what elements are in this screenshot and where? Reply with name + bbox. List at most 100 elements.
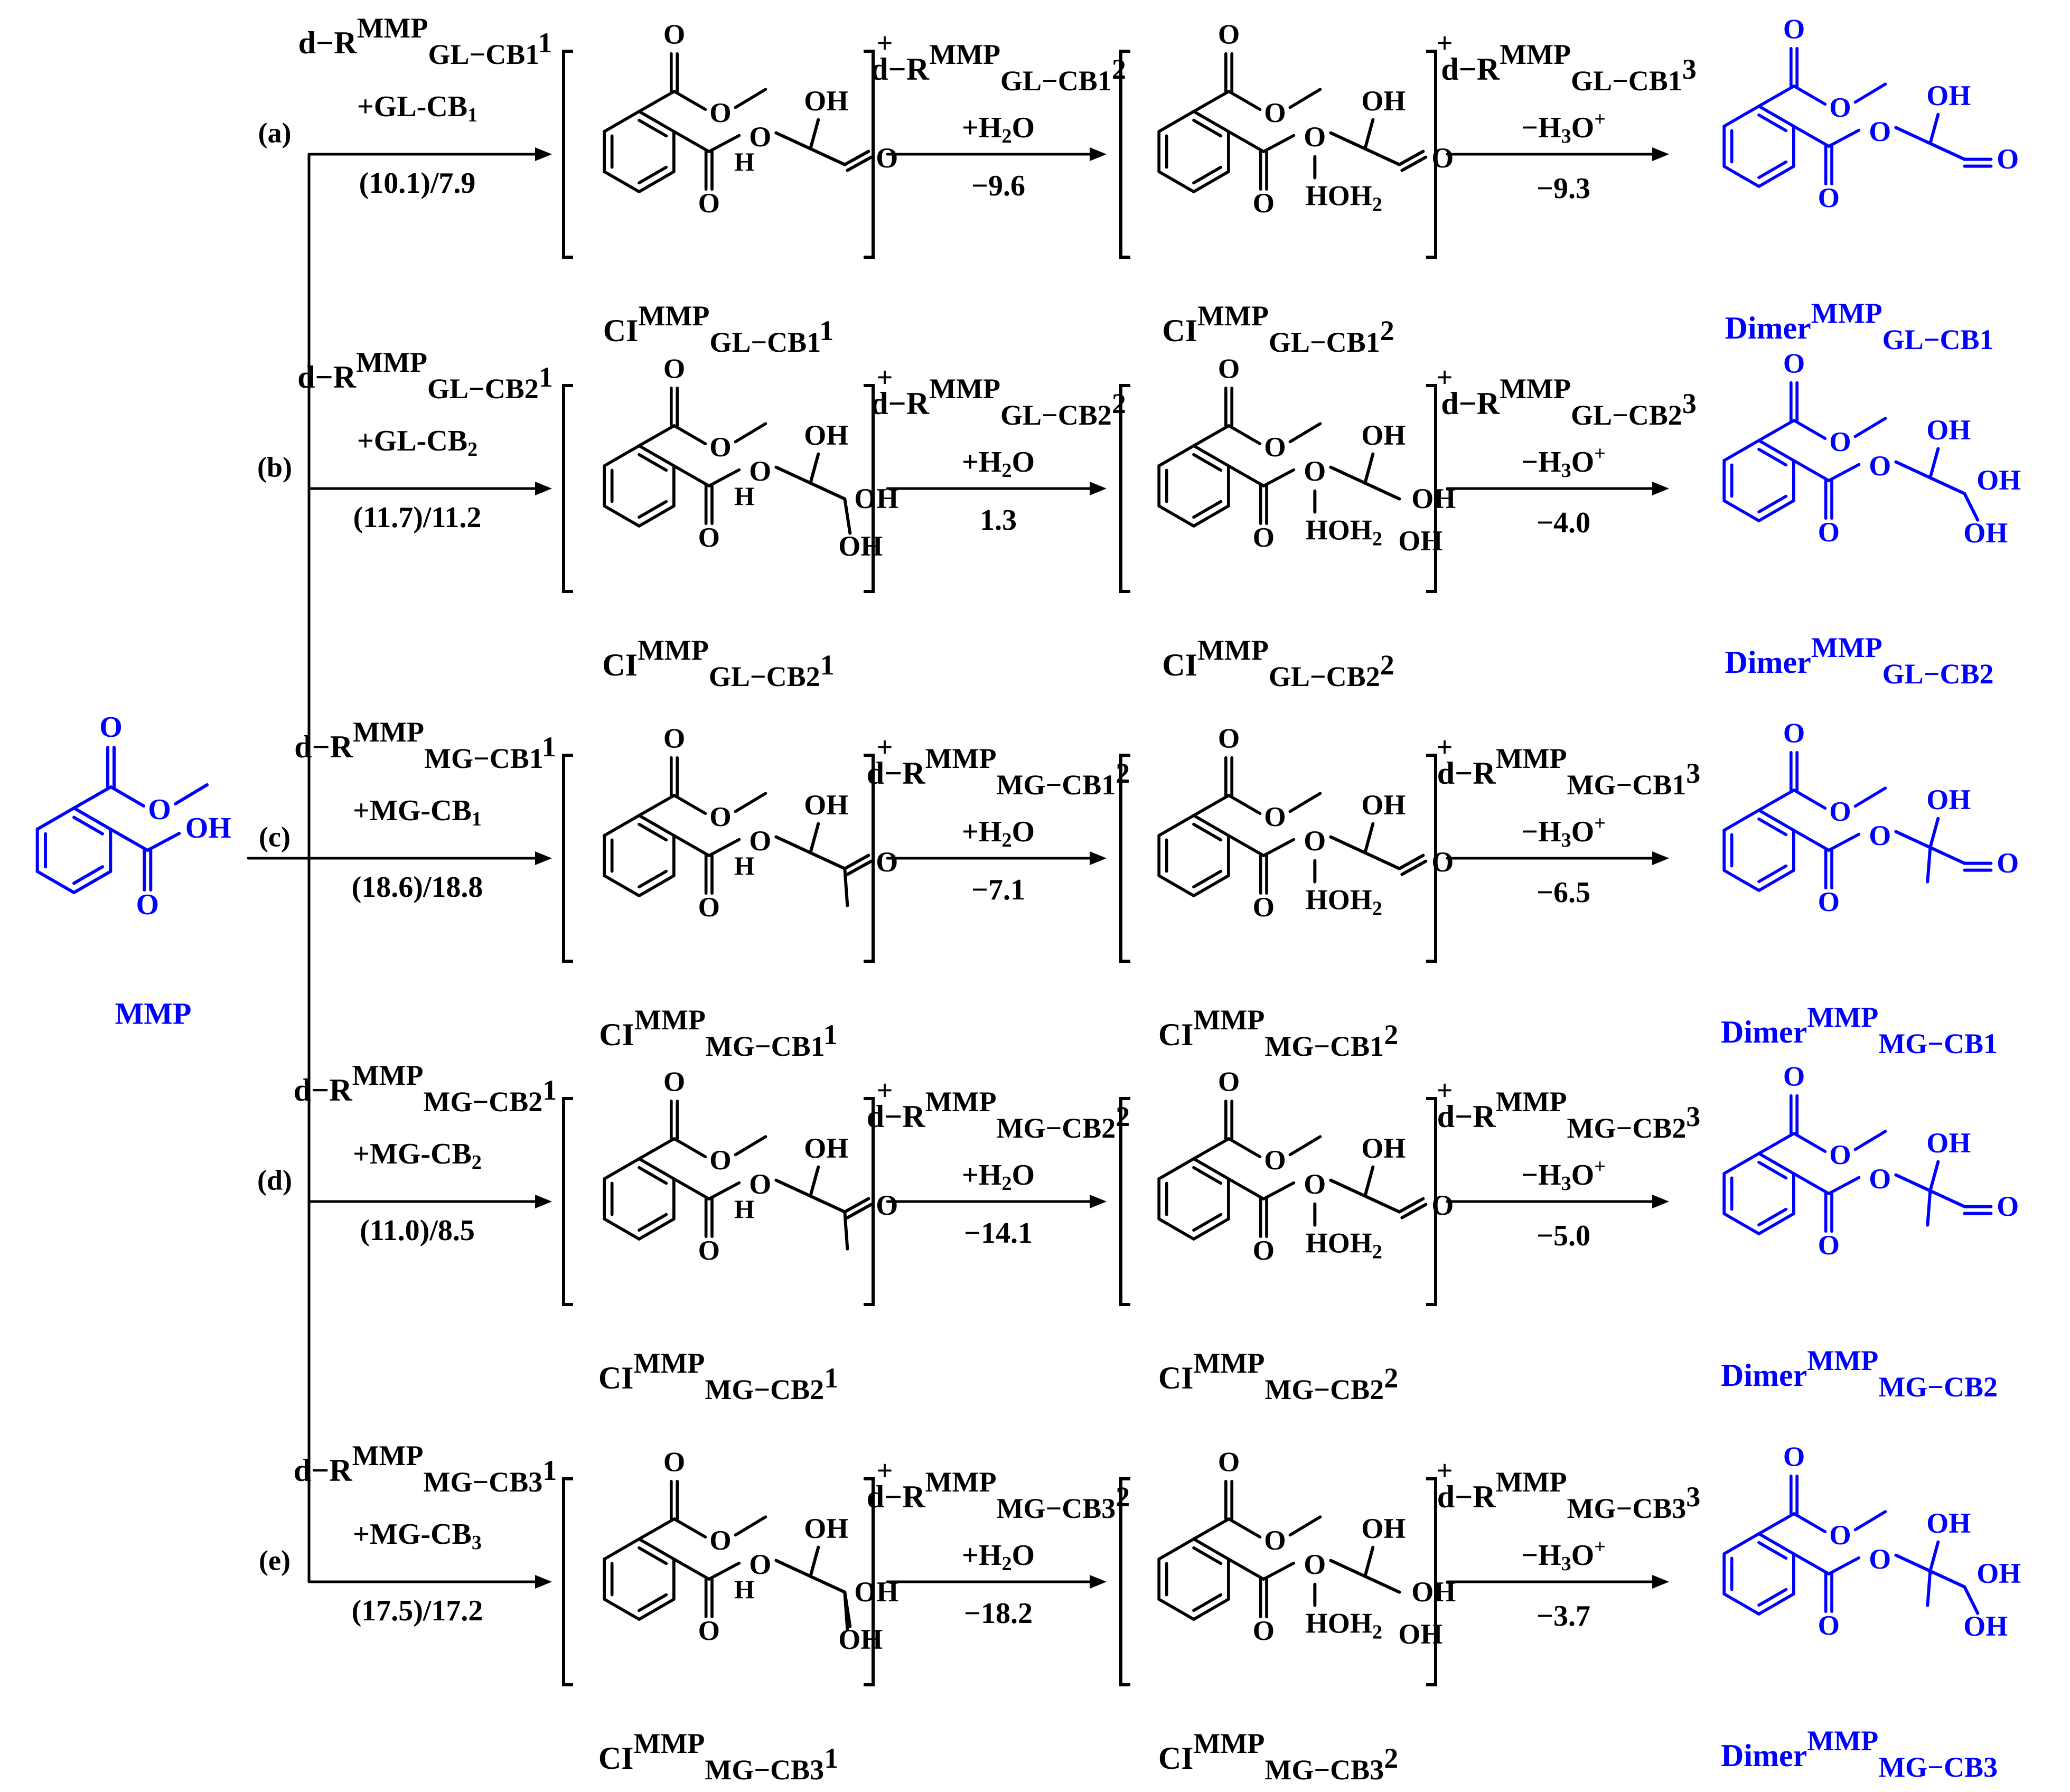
bond [707,134,741,153]
water-adduct-label: HOH2 [1306,1608,1382,1643]
oxygen-label: O [1818,1610,1840,1641]
ring-bond [1757,1212,1795,1235]
carbonyl-double [1400,859,1428,876]
step3-co-reactant: −H3O+ [1521,1156,1606,1195]
label-part: MMP [634,1347,705,1379]
label-part: MMP [638,300,709,332]
right-bracket [1426,1097,1437,1306]
oxygen-label: O [1869,116,1891,147]
label-part: 2 [1116,1481,1130,1513]
pathway-row-c: (c)d−RMMPMG−CB11+MG-CB1(18.6)/18.8+OOOOH… [259,716,2019,1062]
step1-reagent: d−RMMPMG−CB31 [294,1440,557,1498]
oxygen-label: O [1264,97,1286,128]
step3-energy: −3.7 [1537,1600,1590,1632]
methyl-bond [1288,792,1322,813]
ring-double-bond [638,500,668,519]
label-part: CI [598,1741,634,1776]
oxygen-label: O [1431,846,1454,878]
bond [809,147,847,166]
label-part: O [1011,446,1035,479]
bond [672,1558,711,1581]
oxygen-label: O [749,455,771,487]
ring-double-bond [72,865,105,885]
label-part: 1 [467,104,477,126]
step3-co-reactant: −H3O+ [1521,1536,1606,1575]
oxygen-label: O [99,711,123,744]
label-part: MMP [357,12,428,44]
oxygen-label: O [698,1615,720,1646]
bond [1757,789,1796,812]
step3-energy: −5.0 [1537,1219,1590,1252]
oxygen-label: O [698,1235,720,1266]
label-part: 2 [1112,53,1126,85]
ring-double-bond [638,1213,668,1232]
label-part: GL−CB2 [709,661,820,692]
ci2-name: CIMMPGL−CB22 [1162,634,1394,692]
oxygen-label: O [1264,431,1286,463]
label-part: 1 [823,1019,838,1050]
ring-bond [1722,1152,1760,1175]
step1-energy: (10.1)/7.9 [359,167,476,200]
ring-double-bond [1757,817,1788,837]
label-part: 1 [824,1362,838,1394]
bond [672,1517,707,1539]
bond [1963,492,1980,522]
hydroxyl-label: OH [804,1513,848,1544]
ring-bond [1157,110,1195,133]
hydroxyl-label: OH [1926,1507,1971,1539]
charge-label: + [877,731,893,763]
label-part: GL−CB2 [1000,399,1112,431]
carbonyl-double [846,859,873,876]
bond [1928,846,1966,865]
methyl-bond [843,1590,849,1631]
ring-bond [1157,1598,1195,1621]
bond [1363,147,1401,166]
oxygen-label: O [1218,1066,1240,1097]
oxygen-label: O [1997,847,2019,879]
charge-label: + [877,1455,893,1486]
hydroxyl-label: OH [1926,80,1971,111]
oxygen-label: O [1869,1163,1891,1195]
step1-co-reactant: +GL-CB1 [357,90,477,126]
ring-bond [638,1217,676,1241]
bond [1262,1181,1296,1200]
right-bracket [1426,1477,1437,1686]
oxygen-label: O [1783,14,1805,45]
hydroxyl-label: OH [1361,789,1406,821]
ring-bond [1757,1152,1795,1175]
oxygen-label: O [1829,1519,1851,1551]
right-bracket [864,754,875,963]
left-bracket [562,754,573,963]
label-part: 1 [539,361,553,393]
bond [1928,817,1940,849]
ring-bond [638,444,676,467]
ring-bond [1192,1157,1230,1180]
oxygen-label: O [1997,143,2019,175]
bond [1363,822,1375,855]
ring-double-bond [1192,822,1223,842]
step3-reagent: d−RMMPMG−CB33 [1437,1466,1701,1524]
oxygen-label: O [709,801,731,832]
label-part: d−R [1441,52,1500,87]
bond [1792,459,1831,482]
oxygen-label: O [709,1525,731,1556]
oxygen-label: O [1304,455,1326,487]
ring-bond [1757,1532,1795,1555]
ring-bond [1157,874,1195,897]
bond [809,822,820,855]
oxygen-label: O [1818,182,1840,213]
product-name: DimerMMPMG−CB2 [1721,1345,1998,1403]
step3-reagent: d−RMMPGL−CB23 [1441,373,1697,431]
ring-double-bond [1192,118,1223,138]
ring-double-bond [1192,453,1223,472]
step3-arrow-head [1652,147,1669,161]
methyl-bond [1853,1130,1887,1151]
oxygen-label: O [709,97,731,128]
oxygen-label: O [1264,1144,1286,1176]
step2-energy: −14.1 [964,1217,1033,1250]
label-part: 1 [538,27,552,59]
bond [638,1137,676,1160]
label-part: MMP [925,743,997,774]
